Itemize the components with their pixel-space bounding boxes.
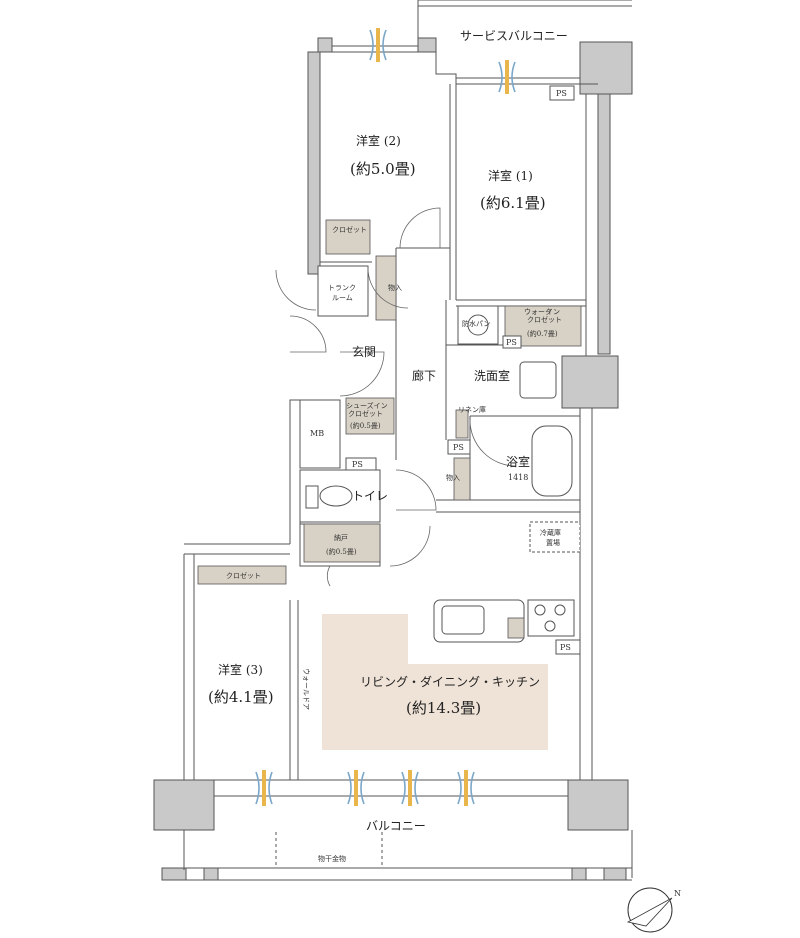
- storage-areas: [197, 219, 582, 585]
- trunk-room-label-2: ルーム: [332, 294, 353, 302]
- entrance-label: 玄関: [352, 344, 376, 359]
- doors: [275, 207, 517, 587]
- mono-ire-label-1: 物入: [388, 283, 402, 292]
- wic-size: (約0.7畳): [527, 329, 558, 338]
- wic-label-2: イン: [546, 308, 560, 316]
- shoes-in-label-1: シューズイン: [346, 401, 388, 410]
- fridge-label-1: 冷蔵庫: [540, 528, 561, 537]
- drying-hardware-label: 物干金物: [318, 854, 346, 863]
- waterproof-pan-label: 防水パン: [462, 319, 490, 328]
- bath-model: 1418: [508, 473, 528, 482]
- storage-room-size: (約0.5畳): [326, 547, 357, 556]
- balcony-label: バルコニー: [366, 819, 426, 833]
- bedroom3-size: (約4.1畳): [208, 688, 274, 706]
- mono-ire-label-2: 物入: [446, 473, 460, 482]
- service-balcony-label: サービスバルコニー: [460, 29, 568, 43]
- ldk-size: (約14.3畳): [406, 699, 481, 717]
- ldk-name: リビング・ダイニング・キッチン: [360, 674, 540, 689]
- storage-room-label: 納戸: [334, 533, 348, 542]
- closet-label-bedroom3: クロゼット: [226, 571, 261, 580]
- exterior-walls: [153, 37, 633, 881]
- shoes-in-size: (約0.5畳): [350, 421, 381, 430]
- bedroom2-name: 洋室 (2): [356, 133, 401, 148]
- wall-door-label: ウォールドア: [302, 668, 310, 710]
- ps-label-bath: PS: [453, 443, 464, 452]
- wic-label-3: クロゼット: [527, 315, 562, 324]
- fixtures: [305, 85, 581, 655]
- north-label: N: [674, 889, 681, 898]
- toilet-label: トイレ: [352, 489, 388, 503]
- bedroom1-name: 洋室 (1): [488, 168, 533, 183]
- wic-label-1: ウォーク: [524, 308, 552, 316]
- windows: [255, 28, 516, 806]
- washroom-label: 洗面室: [474, 368, 510, 383]
- hallway-label: 廊下: [412, 368, 436, 383]
- bedroom3-name: 洋室 (3): [218, 662, 263, 677]
- closet-label-bedroom2: クロゼット: [332, 225, 367, 234]
- bedroom1-size: (約6.1畳): [480, 194, 546, 212]
- fridge-label-2: 置場: [546, 538, 560, 547]
- ps-label-wic: PS: [506, 338, 517, 347]
- bath-label: 浴室: [506, 454, 530, 469]
- bedroom2-size: (約5.0畳): [350, 160, 416, 178]
- ps-label-bedroom1: PS: [556, 89, 567, 98]
- ldk-highlight: [322, 614, 548, 750]
- linen-label: リネン庫: [458, 405, 486, 414]
- trunk-room-label-1: トランク: [328, 284, 356, 292]
- ps-label-entrance: PS: [352, 460, 363, 469]
- mb-label: MB: [310, 429, 324, 438]
- north-arrow-icon: N: [626, 887, 681, 933]
- outline: [162, 0, 633, 881]
- ps-label-kitchen: PS: [560, 643, 571, 652]
- shoes-in-label-2: クロゼット: [348, 409, 383, 418]
